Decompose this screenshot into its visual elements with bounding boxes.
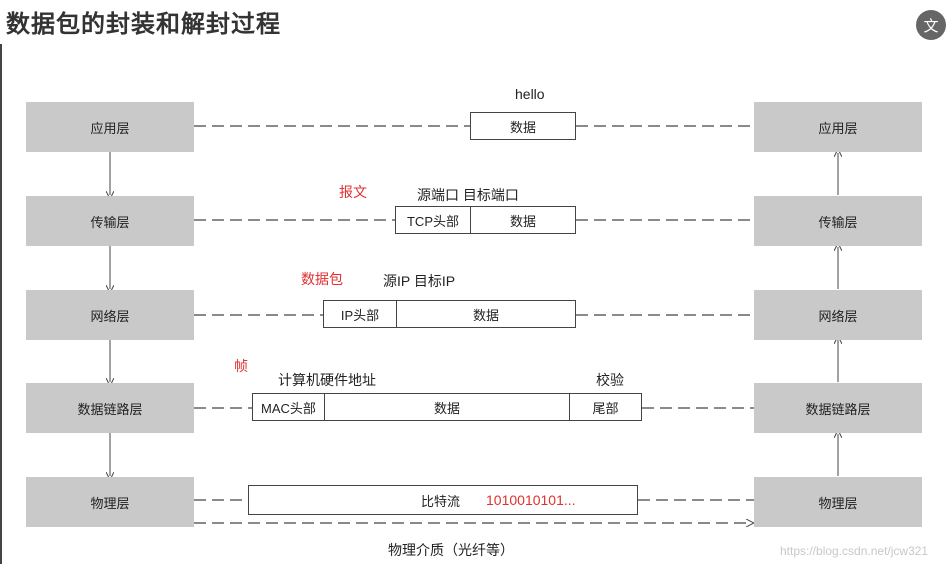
left-layer-transport: 传输层 — [26, 196, 194, 246]
right-layer-application: 应用层 — [754, 102, 922, 152]
ip-header-label: 源IP 目标IP — [383, 273, 456, 289]
trailer-box: 尾部 — [569, 393, 642, 421]
packet-name-label: 数据包 — [301, 271, 343, 287]
transport-data-box: 数据 — [470, 206, 576, 234]
page-title: 数据包的封装和解封过程 — [6, 11, 281, 38]
hello-label: hello — [515, 86, 545, 102]
bitstream-label: 比特流 — [421, 493, 461, 509]
checksum-label: 校验 — [596, 372, 624, 388]
network-data-box: 数据 — [396, 300, 576, 328]
translate-icon[interactable]: 文 — [916, 10, 946, 40]
watermark: https://blog.csdn.net/jcw321 — [780, 544, 929, 558]
right-layer-network: 网络层 — [754, 290, 922, 340]
left-layer-network: 网络层 — [26, 290, 194, 340]
bits-sample: 1010010101... — [486, 492, 576, 508]
frame-name-label: 帧 — [234, 358, 248, 374]
mac-header-box: MAC头部 — [252, 393, 325, 421]
left-layer-datalink: 数据链路层 — [26, 383, 194, 433]
app-data-box: 数据 — [470, 112, 576, 140]
ip-header-box: IP头部 — [323, 300, 397, 328]
bitstream-box: 比特流 1010010101... — [248, 485, 638, 515]
tcp-header-box: TCP头部 — [395, 206, 471, 234]
mac-header-label: 计算机硬件地址 — [278, 372, 376, 388]
right-layer-physical: 物理层 — [754, 477, 922, 527]
right-layer-transport: 传输层 — [754, 196, 922, 246]
left-layer-application: 应用层 — [26, 102, 194, 152]
left-border — [0, 44, 2, 564]
port-header-label: 源端口 目标端口 — [417, 187, 519, 203]
segment-name-label: 报文 — [339, 184, 367, 200]
right-layer-datalink: 数据链路层 — [754, 383, 922, 433]
medium-label: 物理介质（光纤等） — [388, 542, 514, 558]
left-layer-physical: 物理层 — [26, 477, 194, 527]
link-data-box: 数据 — [324, 393, 570, 421]
